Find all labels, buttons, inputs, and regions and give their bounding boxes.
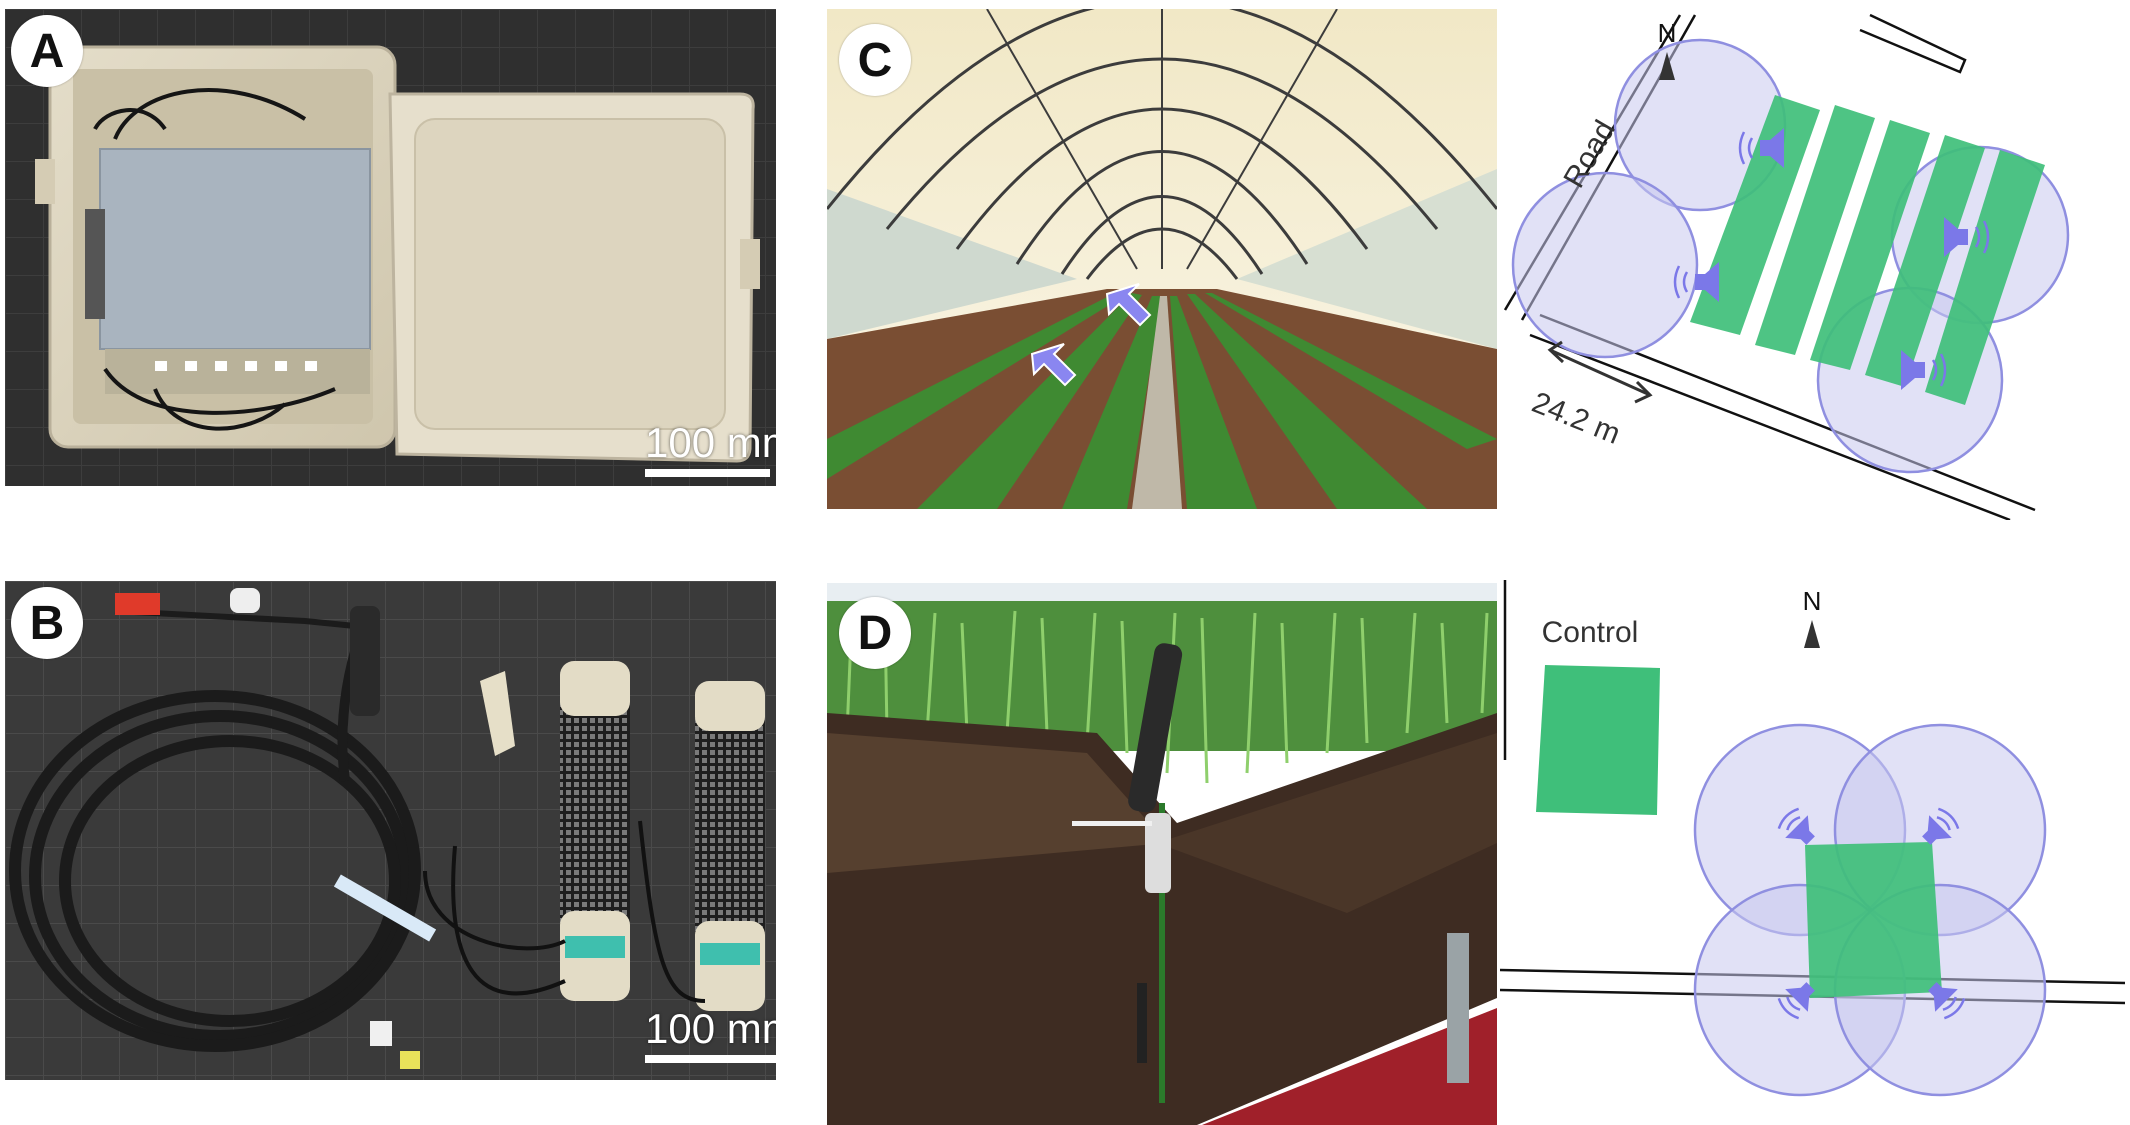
speaker-icon: [1673, 262, 1719, 302]
enclosure-photo: [5, 9, 776, 486]
field-strips: [1690, 95, 2045, 405]
panel-label-b: B: [11, 587, 83, 659]
field-strip: [1755, 105, 1875, 355]
road-small-1: [1859, 13, 1967, 74]
scale-line-a: [645, 469, 770, 477]
panel-b-photo: B 100 mm: [5, 581, 776, 1080]
speaker-icon: [1901, 350, 1947, 390]
greenhouse-photo: [827, 9, 1497, 509]
cable-photo: [5, 581, 776, 1080]
north-label-c: N: [1658, 18, 1677, 48]
speaker-icon: [1944, 217, 1990, 257]
control-plot: [1536, 665, 1660, 815]
panel-d-photo: D: [827, 583, 1497, 1125]
panel-c-photo: C: [827, 9, 1497, 509]
field-strip: [1810, 120, 1930, 370]
panel-label-c: C: [839, 24, 911, 96]
treatment-plot: [1805, 842, 1942, 998]
panel-label-d: D: [839, 597, 911, 669]
speaker-icon: [1777, 982, 1815, 1020]
north-arrow-d-icon: [1804, 620, 1820, 648]
field-photo: [827, 583, 1497, 1125]
panel-a-photo: A 100 mm: [5, 9, 776, 486]
scale-line-b: [645, 1055, 776, 1063]
control-label: Control: [1542, 616, 1639, 649]
speaker-icon: [1922, 807, 1960, 845]
north-arrow-c-icon: [1659, 52, 1675, 80]
scale-bar-b: 100 mm: [645, 1005, 776, 1063]
scale-text-b: 100 mm: [645, 1005, 776, 1052]
field-strip: [1865, 135, 1985, 387]
scale-text-a: 100 mm: [645, 419, 776, 466]
speaker-icon: [1928, 982, 1966, 1020]
distance-arrow-icon: [1547, 340, 1653, 404]
speakers: [1673, 128, 1990, 390]
panel-label-a: A: [11, 15, 83, 87]
field-strip: [1690, 95, 1820, 335]
scale-bar-a: 100 mm: [645, 419, 776, 477]
north-label-d: N: [1803, 586, 1822, 616]
coverage-zone: [1511, 171, 1699, 359]
map-c: N Road 24.2 m: [1503, 13, 2070, 520]
road-edge-4: [1529, 333, 2011, 520]
map-d: Control N: [1500, 580, 2126, 1097]
speaker-icon: [1777, 807, 1815, 845]
field-strip: [1925, 150, 2045, 405]
speaker-icon: [1738, 128, 1784, 168]
distance-label: 24.2 m: [1527, 386, 1624, 451]
